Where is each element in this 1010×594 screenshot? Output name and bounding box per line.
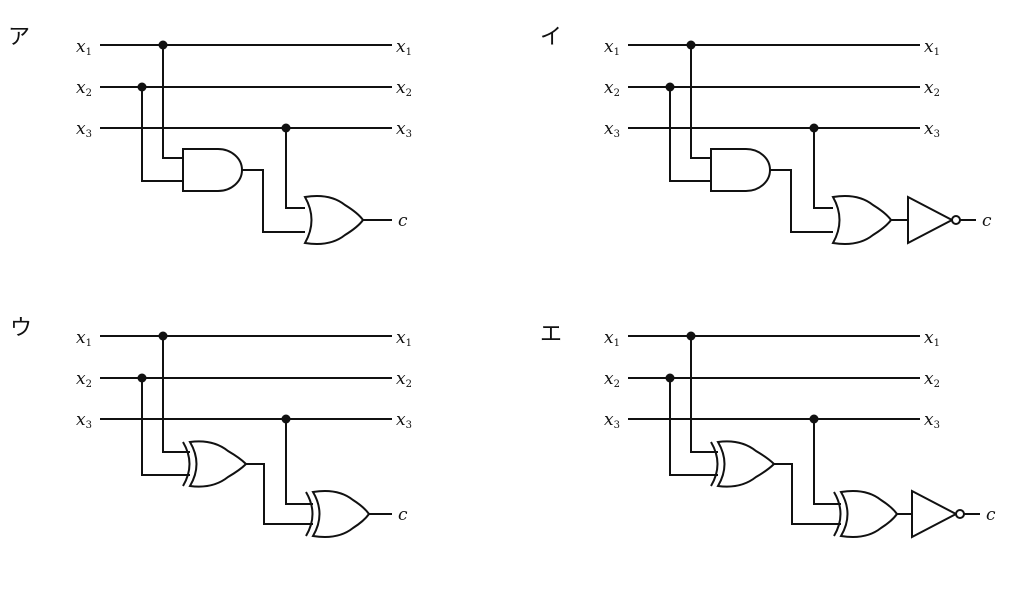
wire-x2-to-gate1 [669, 87, 711, 182]
output-label-x1-right: x1 [396, 37, 412, 58]
input-label-x3-left: x3 [604, 410, 620, 431]
wire-x3-to-gate2 [285, 128, 305, 209]
xor-gate [716, 440, 776, 488]
wire-gate1-to-gate2 [242, 169, 305, 233]
wire-x3-to-gate2 [285, 419, 313, 505]
option-label: エ [540, 322, 562, 347]
output-label-x1-right: x1 [924, 328, 940, 349]
input-label-x1-left: x1 [76, 37, 92, 58]
inverter-bubble [951, 215, 961, 225]
input-label-x2-left: x2 [604, 78, 620, 99]
output-label-x3-right: x3 [924, 119, 940, 140]
output-label-x3-right: x3 [396, 410, 412, 431]
input-label-x3-left: x3 [76, 119, 92, 140]
input-label-x1-left: x1 [604, 328, 620, 349]
output-label-x1-right: x1 [924, 37, 940, 58]
wire-x2-to-gate1 [141, 87, 183, 182]
wire-x2-to-gate1 [669, 378, 718, 476]
output-label-x2-right: x2 [396, 369, 412, 390]
xor-gate [311, 490, 371, 538]
wire-gate1-to-gate2 [774, 463, 841, 525]
xor-gate [188, 440, 248, 488]
wire-x3-to-gate2 [813, 419, 841, 505]
output-label-c: c [398, 211, 408, 231]
option-label: イ [540, 25, 562, 50]
and-gate [710, 148, 771, 192]
option-label: ウ [10, 316, 32, 341]
inverter-gate [907, 195, 955, 245]
output-label-x1-right: x1 [396, 328, 412, 349]
output-label-x2-right: x2 [924, 369, 940, 390]
circuit-option-e: エ x1 x2 x3 x1 x2 x3 c [540, 322, 996, 539]
xor-gate [839, 490, 899, 538]
output-label-x3-right: x3 [924, 410, 940, 431]
circuit-option-i: イ x1 x2 x3 x1 x2 x3 c [540, 25, 992, 245]
wire-x1-to-gate1 [162, 45, 183, 159]
or-gate [303, 195, 365, 245]
xor-gate-input-arc [710, 441, 719, 487]
output-label-x2-right: x2 [396, 78, 412, 99]
or-gate [831, 195, 893, 245]
input-label-x2-left: x2 [76, 369, 92, 390]
circuit-option-a: ア x1 x2 x3 x1 x2 x3 c [8, 25, 412, 245]
xor-gate-input-arc [833, 491, 842, 537]
xor-gate-input-arc [305, 491, 314, 537]
output-label-c: c [986, 505, 996, 525]
output-label-c: c [982, 211, 992, 231]
input-label-x3-left: x3 [604, 119, 620, 140]
wire-gate1-to-gate2 [770, 169, 833, 233]
wire-x1-to-gate1 [690, 336, 718, 453]
output-label-x3-right: x3 [396, 119, 412, 140]
wire-x3-to-gate2 [813, 128, 833, 209]
input-label-x1-left: x1 [76, 328, 92, 349]
and-gate [182, 148, 243, 192]
wire-x2-to-gate1 [141, 378, 190, 476]
input-label-x2-left: x2 [604, 369, 620, 390]
output-label-c: c [398, 505, 408, 525]
input-label-x3-left: x3 [76, 410, 92, 431]
circuit-option-u: ウ x1 x2 x3 x1 x2 x3 c [10, 316, 412, 538]
option-label: ア [8, 25, 30, 50]
input-label-x1-left: x1 [604, 37, 620, 58]
inverter-gate [911, 489, 959, 539]
xor-gate-input-arc [182, 441, 191, 487]
wire-x1-to-gate1 [690, 45, 711, 159]
output-label-x2-right: x2 [924, 78, 940, 99]
wire-x1-to-gate1 [162, 336, 190, 453]
input-label-x2-left: x2 [76, 78, 92, 99]
inverter-bubble [955, 509, 965, 519]
wire-gate1-to-gate2 [246, 463, 313, 525]
